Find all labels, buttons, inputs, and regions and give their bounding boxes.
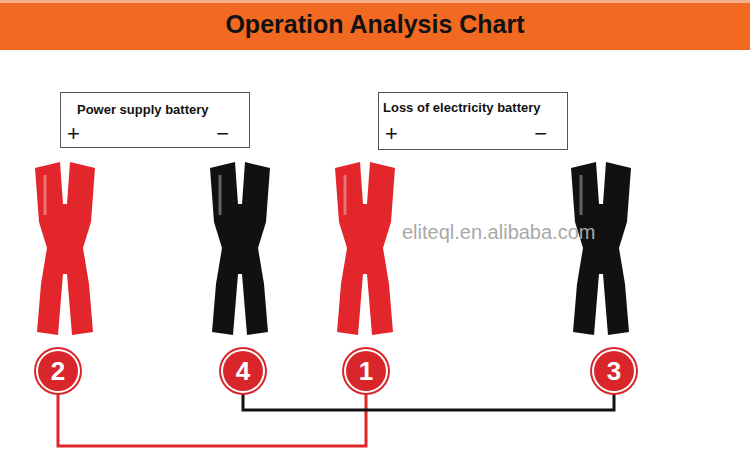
terminal-sign: + [67,123,80,145]
callout-circle: 1 [346,351,386,391]
callout-number: 1 [359,356,373,387]
battery-box: Loss of electricity battery + − [378,92,568,150]
callout-circle: 2 [38,351,78,391]
terminal-sign: + [385,123,398,145]
callout-number: 3 [607,356,621,387]
battery-label: Loss of electricity battery [383,100,541,115]
watermark: eliteql.en.alibaba.com [402,221,595,244]
battery-box: Power supply battery + − [60,92,250,148]
wire-connector [58,394,366,446]
callout-circle: 3 [594,351,634,391]
terminal-sign: − [216,123,229,145]
terminal-sign: − [534,123,547,145]
callout-number: 4 [236,356,250,387]
callout-circle: 4 [223,351,263,391]
battery-label: Power supply battery [77,102,208,117]
wire-connector [243,394,614,410]
chart-title: Operation Analysis Chart [0,10,750,39]
callout-number: 2 [51,356,65,387]
